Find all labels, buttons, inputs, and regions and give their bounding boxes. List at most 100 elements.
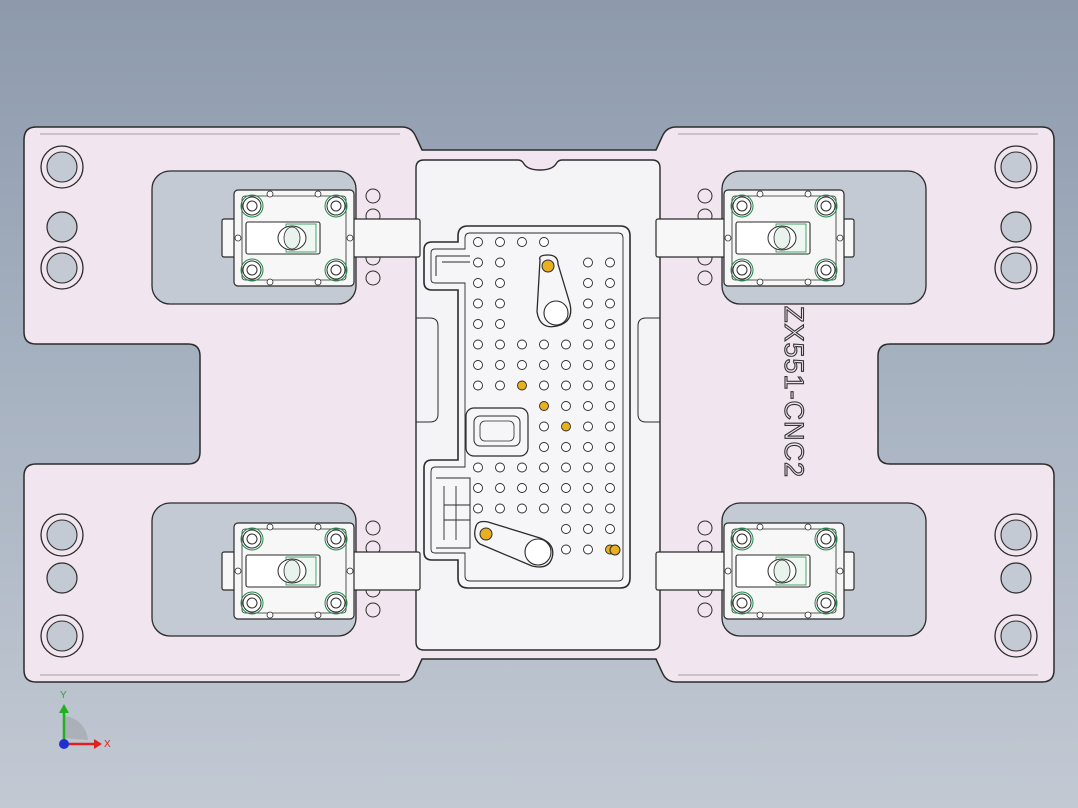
vacuum-hole xyxy=(495,360,505,370)
vacuum-hole xyxy=(561,401,571,411)
vacuum-hole xyxy=(605,380,615,391)
vacuum-hole xyxy=(605,339,615,350)
vacuum-hole xyxy=(473,237,483,247)
vacuum-hole xyxy=(583,319,593,329)
vacuum-hole xyxy=(495,298,505,309)
vacuum-hole xyxy=(605,319,615,329)
vacuum-hole xyxy=(473,462,483,473)
vacuum-hole xyxy=(561,483,571,493)
dowel-hole xyxy=(365,602,381,618)
vacuum-hole xyxy=(495,319,505,329)
vacuum-hole xyxy=(605,524,615,534)
vacuum-hole xyxy=(539,421,549,432)
vacuum-hole xyxy=(583,421,593,432)
axis-x-label: X xyxy=(104,739,111,750)
vacuum-hole xyxy=(561,442,571,452)
vacuum-hole xyxy=(517,360,527,370)
vacuum-hole xyxy=(517,483,527,493)
vacuum-hole xyxy=(517,237,527,247)
clamp-assembly-icon[interactable] xyxy=(723,189,845,287)
mounting-hole xyxy=(46,211,78,243)
vacuum-hole xyxy=(473,483,483,493)
center-slot xyxy=(465,407,529,457)
dowel-hole xyxy=(697,520,713,536)
vacuum-hole xyxy=(583,503,593,514)
dowel-hole xyxy=(697,602,713,618)
clamp-assembly-icon[interactable] xyxy=(233,189,355,287)
vacuum-hole xyxy=(561,339,571,350)
vacuum-hole xyxy=(583,544,593,555)
vacuum-hole xyxy=(517,462,527,473)
vacuum-hole xyxy=(473,339,483,350)
vacuum-hole xyxy=(495,339,505,350)
vacuum-hole xyxy=(605,421,615,432)
vacuum-hole xyxy=(583,360,593,370)
vacuum-hole xyxy=(517,339,527,350)
locating-pin xyxy=(539,401,549,411)
vacuum-hole xyxy=(605,462,615,473)
vacuum-hole xyxy=(583,380,593,391)
vacuum-hole xyxy=(539,462,549,473)
vacuum-hole xyxy=(539,360,549,370)
vacuum-hole xyxy=(561,380,571,391)
part-nest[interactable] xyxy=(423,225,631,589)
mounting-hole xyxy=(1000,211,1032,243)
clamp-assembly-icon[interactable] xyxy=(723,522,845,620)
vacuum-hole xyxy=(473,360,483,370)
vacuum-hole xyxy=(473,503,483,514)
vacuum-hole xyxy=(539,483,549,493)
dowel-hole xyxy=(365,270,381,286)
dowel-hole xyxy=(697,270,713,286)
vacuum-hole xyxy=(473,380,483,391)
vacuum-hole xyxy=(583,442,593,452)
mounting-hole xyxy=(1000,562,1032,594)
vacuum-hole xyxy=(473,257,483,268)
locating-pin xyxy=(517,380,527,391)
vacuum-hole xyxy=(495,462,505,473)
vacuum-hole xyxy=(473,298,483,309)
vacuum-hole xyxy=(605,503,615,514)
vacuum-hole xyxy=(539,380,549,391)
vacuum-hole xyxy=(583,278,593,288)
part-label: ZX551-CNC2 xyxy=(779,306,809,478)
cam-lever-top[interactable] xyxy=(536,254,572,328)
vacuum-hole xyxy=(605,257,615,268)
vacuum-hole xyxy=(605,401,615,411)
vacuum-hole xyxy=(561,524,571,534)
vacuum-hole xyxy=(495,483,505,493)
vacuum-hole xyxy=(473,319,483,329)
axis-y-label: Y xyxy=(60,690,67,701)
mounting-hole xyxy=(46,562,78,594)
vacuum-hole xyxy=(583,298,593,309)
vacuum-hole xyxy=(495,257,505,268)
locating-pin xyxy=(561,421,571,432)
vacuum-hole xyxy=(539,339,549,350)
cam-lever-bottom[interactable] xyxy=(474,520,554,568)
vacuum-hole xyxy=(583,483,593,493)
dowel-hole xyxy=(697,188,713,204)
vacuum-hole xyxy=(605,278,615,288)
vacuum-hole xyxy=(583,339,593,350)
vacuum-hole xyxy=(473,278,483,288)
vacuum-hole xyxy=(539,503,549,514)
dowel-hole xyxy=(365,520,381,536)
axis-triad-icon[interactable]: X Y xyxy=(59,690,111,750)
vacuum-hole xyxy=(495,380,505,391)
vacuum-hole xyxy=(583,401,593,411)
clamp-assembly-icon[interactable] xyxy=(233,522,355,620)
vacuum-hole xyxy=(561,503,571,514)
vacuum-hole xyxy=(495,503,505,514)
vacuum-hole-grid xyxy=(473,237,621,556)
vacuum-hole xyxy=(583,462,593,473)
vacuum-hole xyxy=(605,360,615,370)
vacuum-hole xyxy=(539,442,549,452)
vacuum-hole xyxy=(517,503,527,514)
vacuum-hole xyxy=(495,278,505,288)
vacuum-hole xyxy=(495,237,505,247)
vacuum-hole xyxy=(583,257,593,268)
vacuum-hole xyxy=(605,298,615,309)
dowel-hole xyxy=(365,188,381,204)
locating-pin xyxy=(609,544,621,556)
